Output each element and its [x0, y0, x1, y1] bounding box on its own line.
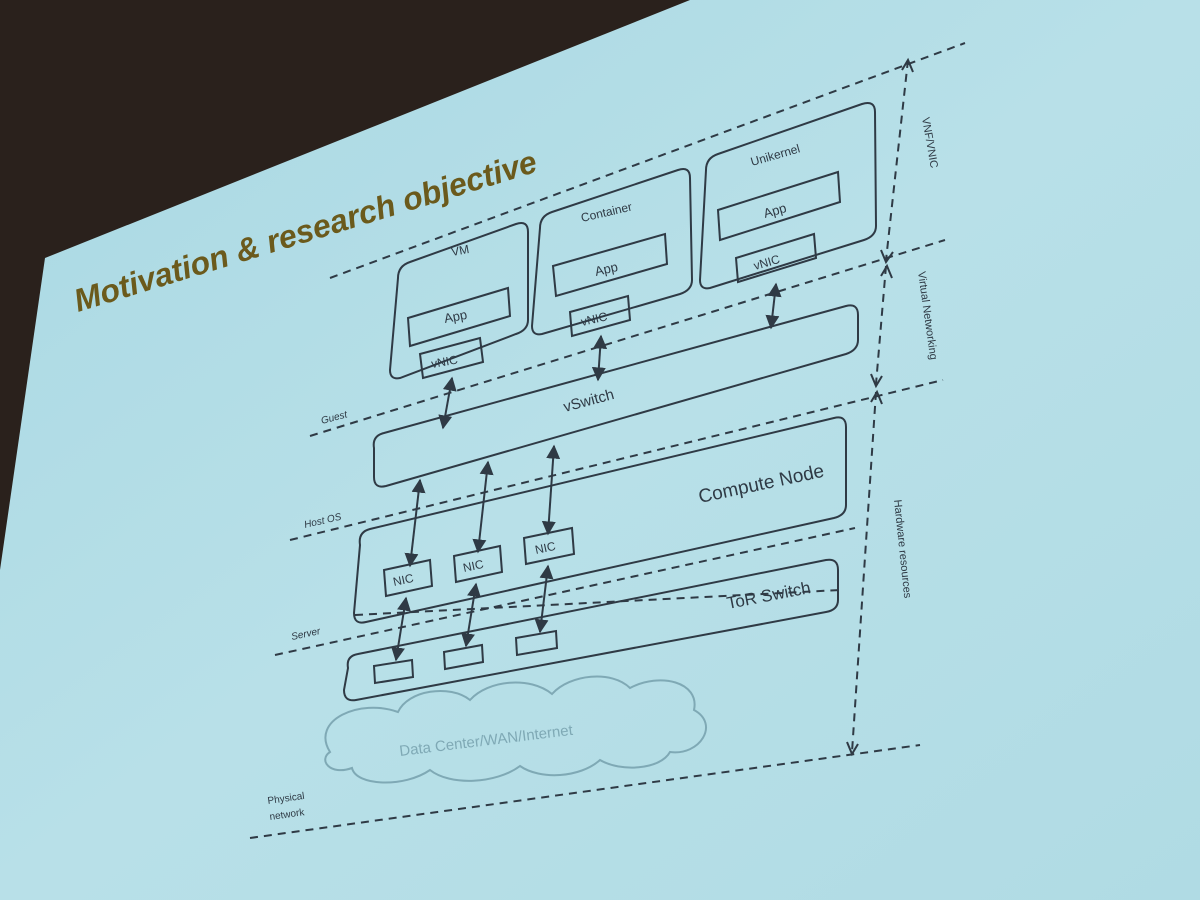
container-vnic-box: [568, 294, 632, 338]
vm-box: [388, 222, 529, 380]
bracket-hw-bottom-arrow: [846, 741, 859, 757]
vm-app-label: App: [443, 307, 469, 326]
unikernel-vnic-box: [734, 232, 818, 284]
arrow-nic-tor-3: [534, 564, 554, 634]
arrow-vswitch-nic-2: [472, 460, 494, 554]
bracket-vnf-top-arrow: [901, 57, 914, 73]
arrow-unikernel-vswitch: [765, 282, 782, 330]
arrow-vm-vswitch: [438, 376, 457, 430]
unikernel-box: [698, 102, 878, 290]
vswitch-bar: [372, 304, 859, 488]
arrow-container-vswitch: [591, 334, 608, 382]
vm-app-box: [406, 286, 512, 348]
vm-vnic-box: [418, 336, 485, 380]
bracket-vn-bottom-arrow: [870, 373, 883, 389]
compute-node-box: [352, 416, 847, 624]
physical-label: Physical: [267, 791, 305, 807]
boundary-line-physical: [249, 744, 921, 839]
vm-unit: VM App vNIC: [388, 222, 529, 380]
arrow-vswitch-nic-3: [541, 444, 561, 536]
network-label: network: [269, 807, 306, 823]
boundary-line-tor: [354, 589, 841, 616]
boundary-line-top: [329, 42, 966, 279]
bracket-vnf-bottom-arrow: [880, 249, 894, 265]
bracket-virtual-networking: [875, 265, 887, 385]
arrow-nic-tor-2: [461, 582, 481, 648]
bracket-hardware: [851, 391, 877, 753]
unikernel-app-box: [716, 170, 842, 242]
nic-label-3: NIC: [534, 539, 557, 557]
bracket-hw-top-arrow: [870, 389, 883, 405]
boundary-line-guest: [309, 239, 946, 437]
arrow-nic-tor-1: [391, 596, 411, 662]
cloud-shape: [324, 675, 707, 784]
unikernel-app-label: App: [762, 200, 788, 221]
vm-vnic-label: vNIC: [430, 352, 459, 370]
bracket-vn-top-arrow: [880, 263, 893, 279]
boundary-line-host: [289, 379, 944, 541]
container-vnic-label: vNIC: [580, 309, 609, 329]
container-app-box: [551, 232, 669, 298]
container-box: [530, 168, 694, 336]
nic-label-1: NIC: [392, 571, 415, 589]
tor-port-1: [372, 658, 415, 685]
nic-group: NIC NIC NIC: [382, 526, 576, 598]
container-app-label: App: [593, 259, 619, 279]
tor-switch-box: [342, 558, 839, 702]
vm-label: VM: [450, 242, 470, 259]
bracket-vnf-vnic: [885, 59, 909, 261]
boundary-line-server: [274, 527, 856, 656]
nic-label-2: NIC: [462, 557, 485, 575]
arrow-vswitch-nic-1: [404, 478, 426, 568]
